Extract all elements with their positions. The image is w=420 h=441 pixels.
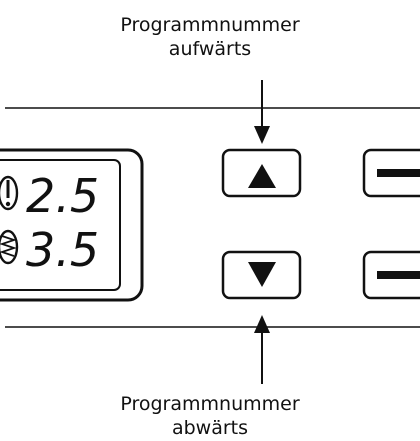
arrow-to-down-button <box>254 315 270 384</box>
callout-program-down: Programmnummer abwärts <box>0 392 420 440</box>
triangle-down-icon <box>248 262 276 287</box>
minus-icon <box>377 271 420 279</box>
stitch-width-value: 2.5 <box>26 169 99 223</box>
stitch-length-value: 3.5 <box>26 223 99 277</box>
lcd-display-frame <box>0 148 144 302</box>
program-up-button[interactable] <box>221 148 302 198</box>
program-down-button[interactable] <box>221 250 302 300</box>
lcd-display: 2.5 3.5 <box>0 148 144 302</box>
callout-program-down-line1: Programmnummer <box>120 393 300 415</box>
callout-program-down-line2: abwärts <box>171 417 249 439</box>
right-bottom-minus-button[interactable] <box>362 250 420 300</box>
triangle-up-icon <box>248 164 276 188</box>
minus-icon <box>377 169 420 177</box>
callout-program-up-line2: aufwärts <box>168 38 252 60</box>
callout-program-up-line1: Programmnummer <box>120 14 300 36</box>
stitch-width-icon <box>0 175 19 211</box>
arrow-to-up-button <box>254 80 270 144</box>
lcd-display-screen <box>0 159 121 291</box>
callout-program-up: Programmnummer aufwärts <box>0 13 420 61</box>
right-top-minus-button[interactable] <box>362 148 420 198</box>
stitch-length-icon <box>0 229 19 265</box>
